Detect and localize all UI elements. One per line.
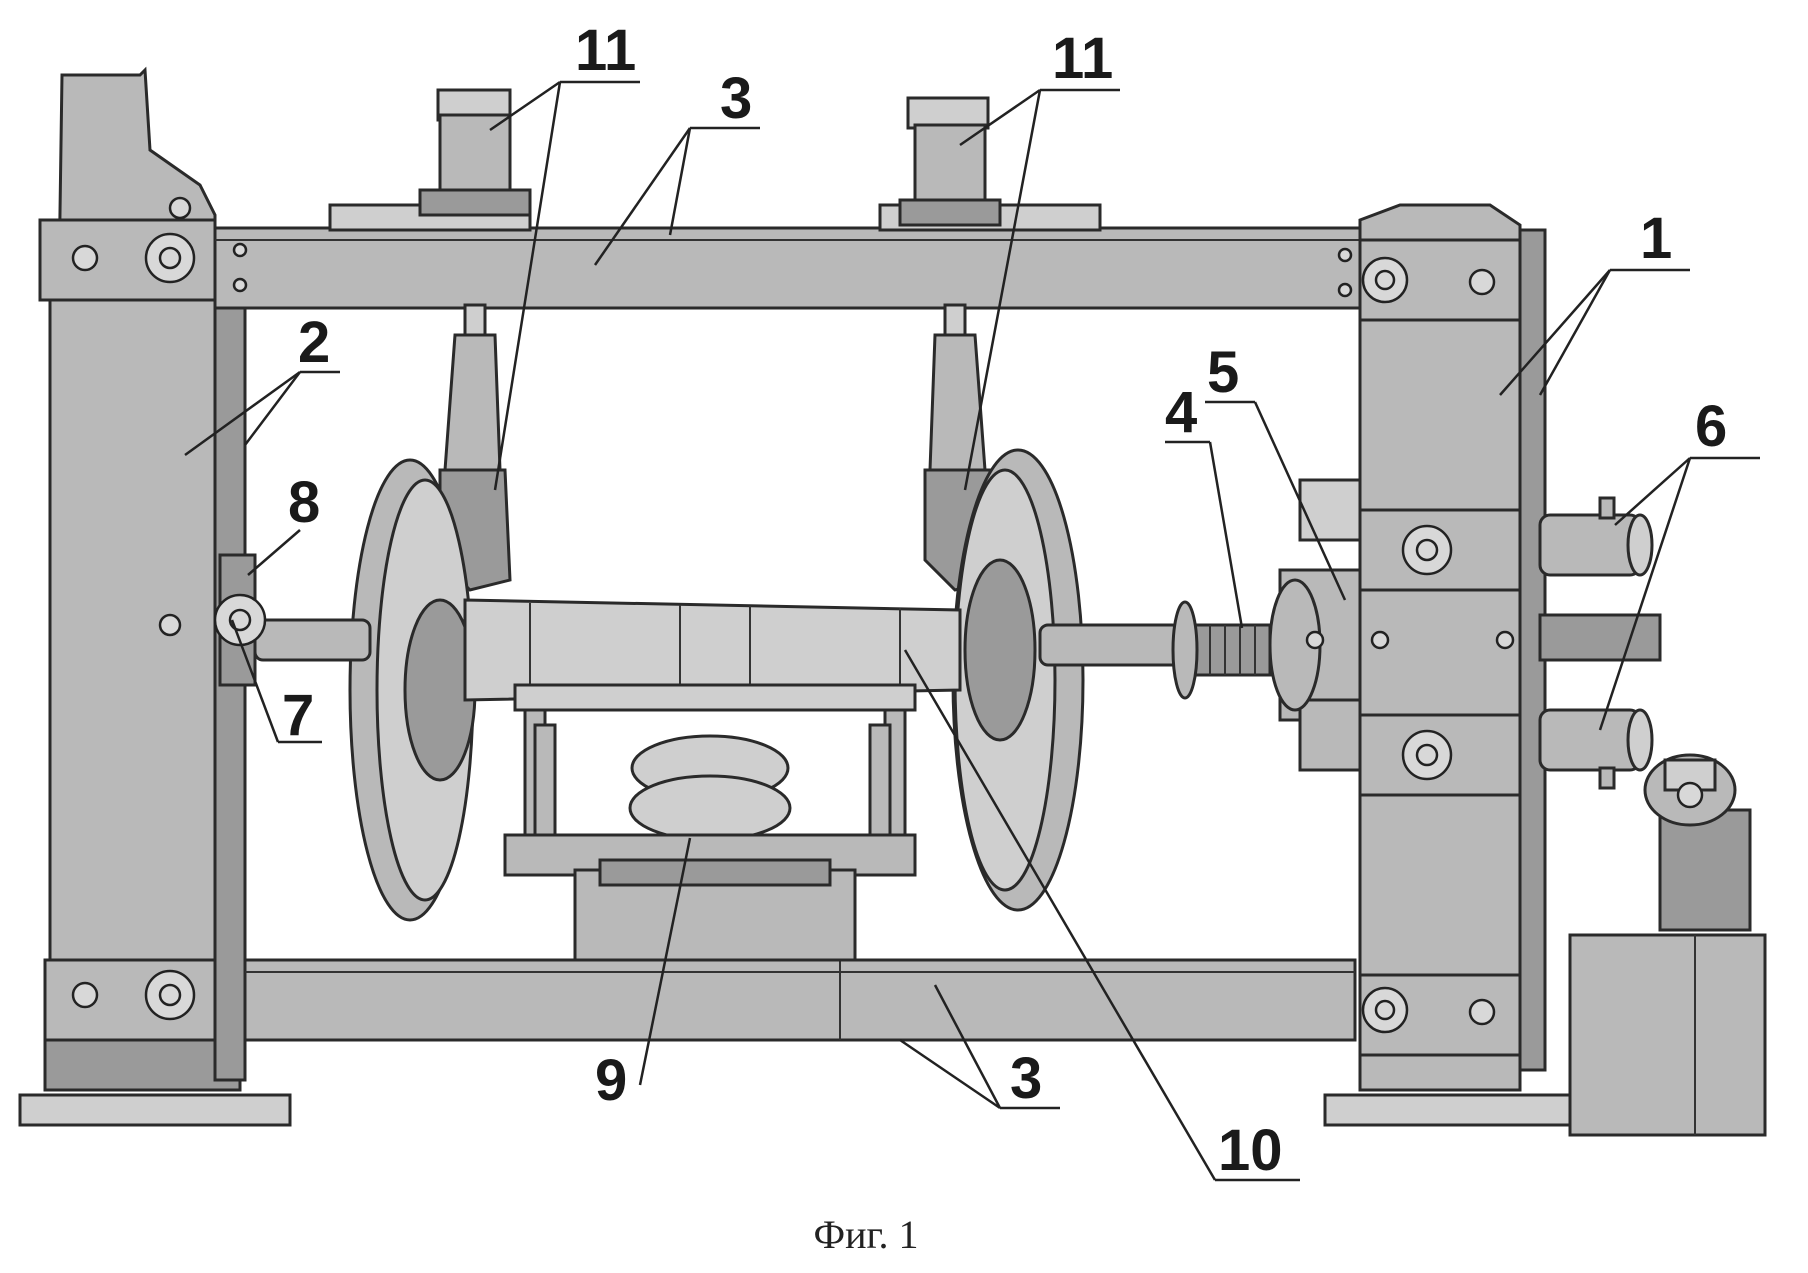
bottom-beam xyxy=(243,958,1357,1042)
left-hanger xyxy=(438,303,512,592)
label-11-right: 11 xyxy=(1052,26,1113,91)
label-3-top: 3 xyxy=(720,66,752,131)
label-1: 1 xyxy=(1640,206,1672,271)
lift-platform xyxy=(503,683,917,962)
left-center-support xyxy=(213,553,267,687)
figure-caption: Фиг. 1 xyxy=(814,1212,919,1257)
leader-lines xyxy=(184,80,1760,1182)
right-wheel xyxy=(951,448,1085,912)
label-9: 9 xyxy=(595,1048,627,1113)
left-wheel xyxy=(348,458,477,922)
label-4: 4 xyxy=(1165,380,1197,445)
left-hoist-cylinder xyxy=(418,88,532,217)
label-3-bottom: 3 xyxy=(1010,1046,1042,1111)
label-10: 10 xyxy=(1218,1118,1283,1183)
label-8: 8 xyxy=(288,470,320,535)
label-11-left: 11 xyxy=(575,18,636,83)
left-column xyxy=(18,66,292,1127)
label-6: 6 xyxy=(1695,394,1727,459)
right-column xyxy=(1323,203,1577,1127)
label-2: 2 xyxy=(298,310,330,375)
label-7: 7 xyxy=(282,683,314,748)
hydraulic-cylinders xyxy=(1538,496,1662,790)
top-beam xyxy=(213,203,1367,310)
label-5: 5 xyxy=(1207,340,1239,405)
drive-head xyxy=(1171,478,1362,772)
axle xyxy=(253,598,1182,702)
part-labels: 11 11 3 1 2 5 4 6 8 7 9 3 10 xyxy=(282,18,1727,1183)
right-hoist-cylinder xyxy=(898,96,1002,227)
pump-station xyxy=(1568,753,1767,1137)
